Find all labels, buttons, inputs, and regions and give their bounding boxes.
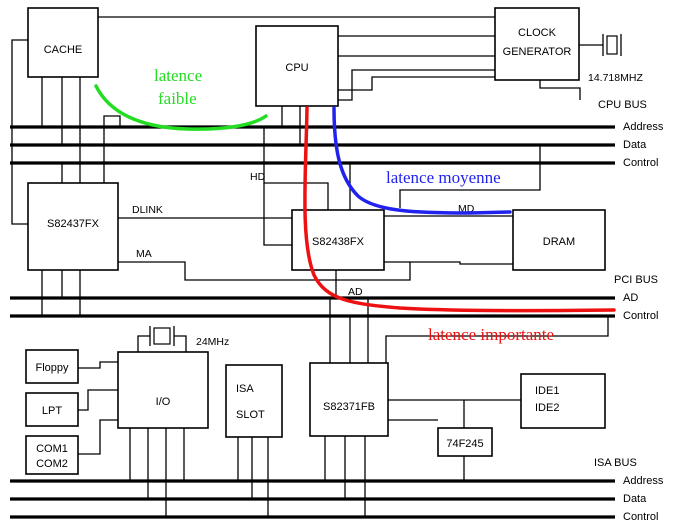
com1-label: COM1: [36, 443, 68, 455]
74f245-block: 74F245: [437, 427, 493, 457]
s82437fx-block: S82437FX: [27, 182, 119, 271]
isa-bus-label: ISA BUS: [594, 457, 637, 469]
floppy-block: Floppy: [25, 349, 79, 384]
isa-slot-label-line2: SLOT: [236, 409, 265, 421]
dram-block: DRAM: [512, 209, 606, 271]
cpu-control-label: Control: [623, 157, 658, 169]
cache-label: CACHE: [44, 44, 83, 56]
s82437fx-label: S82437FX: [47, 218, 100, 230]
dlink-signal-label: DLINK: [132, 204, 163, 216]
cpu-label: CPU: [285, 62, 308, 74]
low-latency-curve: [94, 84, 268, 131]
pci-control-label: Control: [623, 310, 658, 322]
cpu-bus-label: CPU BUS: [598, 99, 647, 111]
clock-label-line1: CLOCK: [518, 27, 557, 39]
high-latency-curve: [303, 106, 616, 313]
ide-block: IDE1 IDE2: [520, 373, 606, 429]
clock-label-line2: GENERATOR: [503, 46, 572, 58]
crystal-14mhz-icon: [602, 34, 622, 56]
ad-signal-label: AD: [348, 286, 363, 298]
pci-bus-label: PCI BUS: [614, 274, 658, 286]
crystal-24mhz-icon: [149, 326, 175, 346]
high-latency-label: latence importante: [428, 325, 554, 344]
com-block: COM1 COM2: [25, 435, 79, 475]
wires: [11, 16, 609, 517]
clock-frequency: 14.718MHZ: [588, 72, 643, 84]
lpt-label: LPT: [42, 405, 62, 417]
s82438fx-label: S82438FX: [312, 236, 365, 248]
lpt-block: LPT: [25, 392, 79, 427]
io-clock-frequency: 24MHz: [196, 336, 229, 348]
low-latency-label-line1: latence: [154, 66, 202, 85]
io-block: I/O: [117, 351, 209, 429]
cpu-bus: [10, 125, 615, 165]
ma-signal-label: MA: [136, 248, 152, 260]
ide2-label: IDE2: [535, 402, 559, 414]
medium-latency-label: latence moyenne: [386, 168, 501, 187]
74f245-label: 74F245: [446, 438, 483, 450]
io-label: I/O: [156, 396, 171, 408]
isa-control-label: Control: [623, 511, 658, 523]
isa-bus: [10, 479, 615, 519]
floppy-label: Floppy: [35, 362, 69, 374]
cache-block: CACHE: [27, 7, 99, 78]
hd-signal-label: HD: [250, 171, 266, 183]
dram-label: DRAM: [543, 236, 575, 248]
cpu-block: CPU: [255, 25, 339, 107]
pci-bus: [10, 296, 615, 318]
cpu-data-label: Data: [623, 139, 647, 151]
clock-generator-block: CLOCK GENERATOR: [494, 7, 580, 81]
com2-label: COM2: [36, 458, 68, 470]
isa-slot-block: ISA SLOT: [225, 364, 283, 438]
isa-address-label: Address: [623, 475, 664, 487]
isa-slot-label-line1: ISA: [236, 383, 254, 395]
cpu-address-label: Address: [623, 121, 664, 133]
isa-data-label: Data: [623, 493, 647, 505]
low-latency-label-line2: faible: [158, 89, 197, 108]
pci-ad-label: AD: [623, 292, 638, 304]
s82371fb-block: S82371FB: [309, 362, 389, 437]
medium-latency-curve: [332, 106, 512, 215]
s82371fb-label: S82371FB: [323, 401, 375, 413]
ide1-label: IDE1: [535, 385, 559, 397]
